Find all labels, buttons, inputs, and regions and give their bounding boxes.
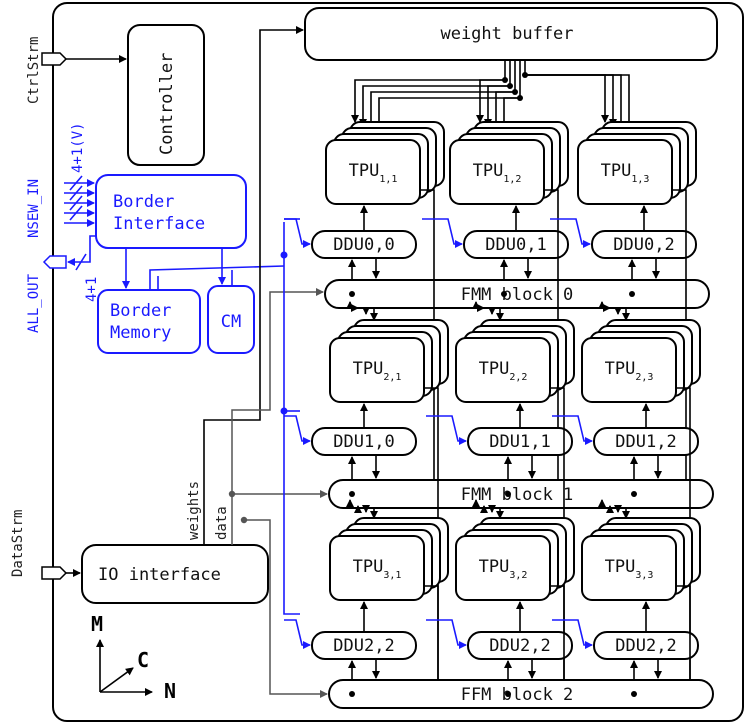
fmm-block-0 [324, 279, 710, 309]
tpu-2-3 [581, 337, 677, 403]
all-out-bus-width-label: 4+1 [84, 277, 100, 302]
weights-bus-label: weights [186, 481, 202, 540]
border-interface-block [95, 174, 247, 249]
weight-buffer-block [304, 7, 718, 61]
nsew-in-label: NSEW_IN [26, 179, 42, 238]
tpu-2-2 [455, 337, 551, 403]
cm-label: CM [221, 312, 241, 332]
all-out-port [42, 255, 67, 269]
data-bus-label: data [214, 506, 230, 540]
weights-wire [203, 26, 304, 545]
weight-buffer-label: weight buffer [440, 24, 573, 44]
ctrl-port [41, 52, 68, 66]
fmm-block-2-label: FFM block 2 [461, 685, 574, 705]
tpu-3-3 [581, 535, 677, 601]
fmm-block-2 [328, 679, 714, 709]
border-trunk [283, 222, 300, 615]
ddu-label: DDU2,2 [615, 636, 676, 656]
m-axis-label: M [91, 612, 103, 636]
io-interface-label: IO interface [98, 565, 221, 585]
ddu-label: DDU2,2 [489, 636, 550, 656]
ddu-label: DDU0,0 [333, 235, 394, 255]
ddu-label: DDU1,2 [615, 432, 676, 452]
tpu-3-1 [329, 535, 425, 601]
ddu-label: DDU2,2 [333, 636, 394, 656]
ddu-label: DDU0,1 [485, 235, 546, 255]
data-port [41, 566, 68, 580]
controller-label: Controller [157, 53, 177, 155]
c-axis-arrow [99, 667, 134, 693]
all-out-wire [67, 235, 96, 266]
tpu-3-2 [455, 535, 551, 601]
data-wire-fmm0 [231, 288, 324, 545]
fmm-block-1 [328, 479, 714, 509]
controller-block [127, 24, 205, 166]
fmm-block-0-label: FMM block 0 [461, 285, 574, 305]
ctrl-stream-label: CtrlStrm [26, 37, 42, 104]
weight-fanout [351, 60, 633, 135]
ddu-label: DDU0,2 [613, 235, 674, 255]
cm-block [207, 285, 255, 354]
border-memory-block [97, 289, 201, 354]
data-wire-fmm2 [244, 519, 328, 698]
all-out-label: ALL_OUT [26, 273, 42, 333]
data-stream-label: DataStrm [10, 510, 26, 577]
nsew-in-bus [64, 175, 95, 227]
c-axis-label: C [137, 648, 149, 672]
tpu-1-2 [449, 139, 545, 205]
tpu-1-3 [577, 139, 673, 205]
fmm-block-1-label: FMM block 1 [461, 485, 574, 505]
n-axis-label: N [164, 679, 176, 703]
tpu-2-1 [329, 337, 425, 403]
io-interface-block [81, 544, 269, 604]
nsew-bus-width-label: 4+1(V) [70, 122, 86, 173]
tpu-1-1 [325, 139, 421, 205]
orientation-axes: M C N [91, 612, 176, 703]
ddu-label: DDU1,1 [489, 432, 550, 452]
ddu-label: DDU1,0 [333, 432, 394, 452]
